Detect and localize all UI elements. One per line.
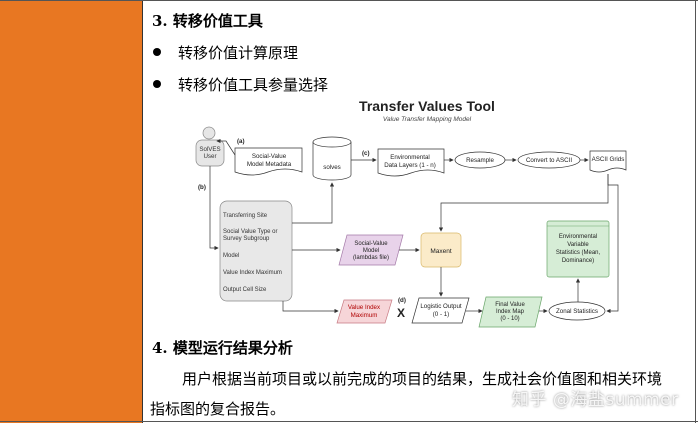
logistic-output-node: Logistic Output (0 - 1): [411, 297, 470, 324]
section-3-heading: 3. 转移价值工具: [152, 10, 263, 31]
logistic-label-2: (0 - 1): [433, 311, 450, 318]
env-layers-label-1: Environmental: [390, 154, 430, 161]
metadata-label-2: Model Metadata: [247, 161, 292, 168]
solves-database-node: solves: [312, 136, 352, 181]
env-stats-node: Environmental Variable Statistics (Mean,…: [546, 220, 610, 278]
input-transferring-site: Transferring Site: [223, 213, 268, 219]
solves-label: solves: [323, 164, 341, 171]
input-value-index-max: Value Index Maximum: [223, 270, 282, 276]
section-3-number: 3.: [152, 12, 168, 30]
section-4-number: 4.: [152, 339, 168, 357]
input-survey-subgroup: Survey Subgroup: [223, 236, 270, 242]
resample-label: Resample: [466, 157, 494, 164]
zonal-label: Zonal Statistics: [556, 308, 598, 315]
env-layers-label-2: Data Layers (1 - n): [384, 162, 436, 169]
input-parameters-node: Transferring Site Social Value Type or S…: [219, 200, 293, 302]
env-stats-label-3: Statistics (Mean,: [556, 250, 601, 256]
orange-side-column: [0, 0, 143, 423]
sv-model-label-2: Model: [363, 248, 379, 254]
diagram-title: Transfer Values Tool: [359, 98, 495, 114]
user-icon: [202, 126, 216, 140]
final-map-label-2: Index Map: [496, 309, 525, 315]
section-3-title: 转移价值工具: [172, 12, 263, 30]
section-4-title: 模型运行结果分析: [172, 339, 293, 357]
convert-ascii-node: Convert to ASCII: [517, 151, 581, 169]
env-stats-label-1: Environmental: [559, 234, 597, 240]
label-d: (d): [398, 297, 406, 304]
env-data-layers-node: Environmental Data Layers (1 - n): [377, 148, 445, 177]
diagram-subtitle: Value Transfer Mapping Model: [383, 116, 472, 123]
transfer-values-tool-diagram: Transfer Values Tool Value Transfer Mapp…: [195, 98, 627, 328]
convert-ascii-label: Convert to ASCII: [526, 157, 572, 164]
maxent-node: Maxent: [420, 232, 462, 268]
user-label-2: User: [203, 153, 216, 160]
maxent-label: Maxent: [430, 248, 452, 255]
solves-user-node: SolVES User: [195, 126, 225, 167]
label-b: (b): [198, 184, 206, 191]
multiply-x-mark: X: [397, 306, 405, 320]
table-border-right: [695, 0, 696, 423]
vim-label-2: Maximum: [351, 312, 378, 319]
label-a: (a): [237, 138, 245, 145]
table-border-top: [0, 0, 698, 1]
ascii-grids-node: ASCII Grids: [589, 150, 627, 173]
sv-model-label-1: Social-Value: [354, 241, 388, 247]
metadata-node: Social-Value Model Metadata: [234, 147, 303, 176]
bullet-item-1: 转移价值计算原理: [178, 44, 299, 62]
vim-label-1: Value Index: [348, 304, 381, 311]
user-label-1: SolVES: [199, 146, 220, 153]
input-social-value-type: Social Value Type or: [223, 229, 277, 235]
final-map-label-1: Final Value: [495, 302, 525, 308]
bullet-item-2: 转移价值工具参量选择: [178, 76, 329, 94]
table-border-bottom: [0, 421, 698, 422]
sv-model-node: Social-Value Model (lambdas file): [338, 234, 404, 266]
resample-node: Resample: [454, 151, 506, 169]
env-stats-label-2: Variable: [567, 242, 589, 248]
final-map-label-3: (0 - 10): [500, 316, 519, 322]
zhihu-watermark: 知乎 @海盐summer: [512, 390, 679, 410]
label-c: (c): [362, 150, 370, 157]
input-output-cell-size: Output Cell Size: [223, 287, 267, 293]
ascii-grids-label: ASCII Grids: [592, 156, 625, 163]
input-model: Model: [223, 253, 239, 259]
env-stats-label-4: Dominance): [562, 258, 594, 264]
bullet-dot-icon: [153, 80, 161, 88]
metadata-label-1: Social-Value: [252, 153, 287, 160]
logistic-label-1: Logistic Output: [420, 303, 462, 310]
value-index-max-node: Value Index Maximum: [336, 299, 393, 324]
section-4-heading: 4. 模型运行结果分析: [152, 337, 293, 358]
paragraph-line-2: 指标图的复合报告。: [150, 400, 286, 418]
bullet-dot-icon: [153, 48, 161, 56]
paragraph-line-1: 用户根据当前项目或以前完成的项目的结果，生成社会价值图和相关环境: [182, 370, 663, 388]
final-map-node: Final Value Index Map (0 - 10): [478, 296, 543, 328]
zonal-statistics-node: Zonal Statistics: [548, 301, 606, 321]
sv-model-label-3: (lambdas file): [353, 255, 389, 261]
